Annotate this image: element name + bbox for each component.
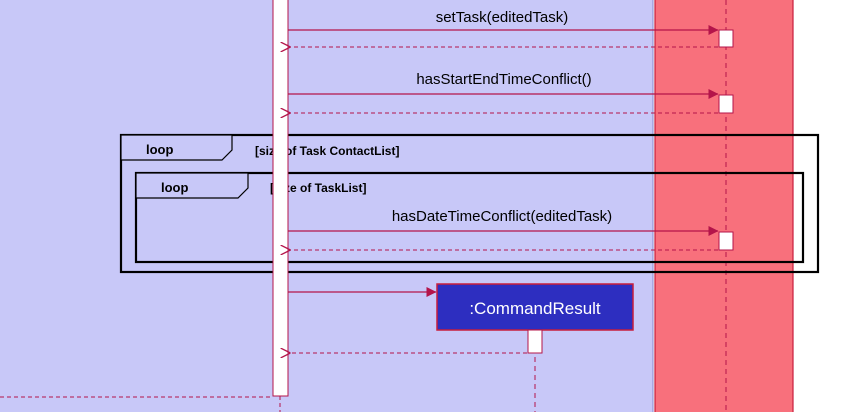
left-group-box bbox=[0, 0, 654, 412]
message-label-settask: setTask(editedTask) bbox=[436, 9, 569, 26]
activation-box-datetime bbox=[718, 231, 734, 251]
loop-label-inner: loop bbox=[161, 180, 188, 195]
loop-frame-outer: loop [size of Task ContactList] bbox=[119, 133, 820, 274]
loop-guard-outer: [size of Task ContactList] bbox=[255, 144, 399, 158]
loop-frame-inner: loop [size of TaskList] bbox=[134, 171, 805, 264]
loop-tab-inner bbox=[135, 172, 249, 199]
right-group-box bbox=[654, 0, 794, 412]
activation-box-startend bbox=[718, 94, 734, 114]
message-label-startend: hasStartEndTimeConflict() bbox=[416, 71, 591, 88]
activation-box-command-result bbox=[527, 329, 543, 354]
activation-box-settask bbox=[718, 29, 734, 48]
participant-label-command-result: :CommandResult bbox=[469, 299, 601, 318]
loop-label-outer: loop bbox=[146, 142, 173, 157]
loop-guard-inner: [size of TaskList] bbox=[270, 181, 366, 195]
message-label-datetime: hasDateTimeConflict(editedTask) bbox=[392, 208, 612, 225]
participant-command-result bbox=[436, 283, 634, 331]
activation-bar-caller bbox=[272, 0, 289, 397]
loop-tab-outer bbox=[120, 134, 233, 161]
